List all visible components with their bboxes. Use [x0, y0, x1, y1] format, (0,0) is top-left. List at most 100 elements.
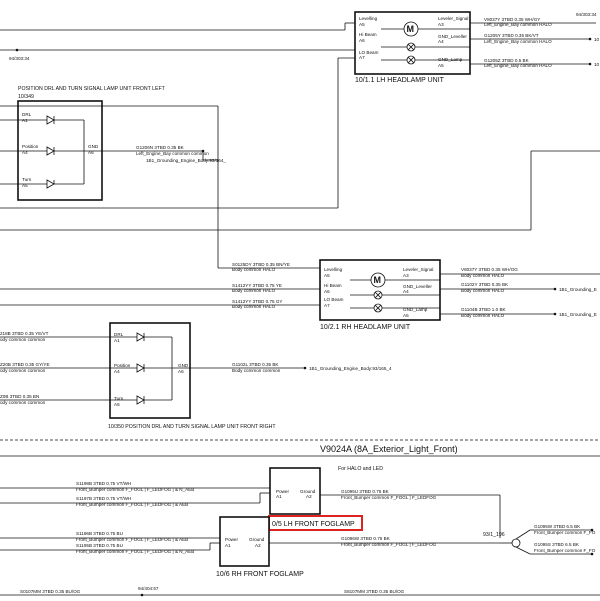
pin-number: A5	[324, 273, 330, 278]
led-icon	[46, 179, 55, 189]
wire-label: S0107MM 3TBD 0.35 BU/OG	[20, 589, 81, 594]
pin-label: Power	[276, 489, 289, 494]
wire-label: Body common HALO	[232, 304, 276, 309]
ground-label: 1B1_Grounding_E	[559, 312, 597, 317]
wire-label: Left_Engine_Bay common HALO	[484, 39, 552, 44]
component-name: POSITION DRL AND TURN SIGNAL LAMP UNIT F…	[18, 86, 166, 92]
component-name: 10/2.1 RH HEADLAMP UNIT	[320, 324, 411, 331]
wire-label: Front_Bumper common F_FO	[534, 548, 596, 553]
splice-ref: 93/1_196	[483, 532, 505, 538]
pin-number: A6	[324, 289, 330, 294]
wire-label: S8107MM 3TBD 0.35 BU/OG	[344, 589, 405, 594]
led-icon	[46, 115, 55, 125]
pin-label: Position	[114, 363, 131, 368]
component-name: 10/1.1 LH HEADLAMP UNIT	[355, 77, 445, 84]
drl-front-left-unit[interactable]: POSITION DRL AND TURN SIGNAL LAMP UNIT F…	[17, 86, 166, 201]
ground-label: 1B1_Grounding_Engine_Body:93/164_	[146, 158, 226, 163]
pin-label: Levelling	[324, 267, 343, 272]
pin-label: Hi Beam	[324, 283, 342, 288]
wire-label: Left_Engine_Bay common HALO	[484, 22, 552, 27]
pin-number: A6	[178, 369, 184, 374]
wire-label: Front_Bumper common F_FO	[534, 530, 596, 535]
wire-label: Body common HALO	[461, 273, 505, 278]
pin-label: Ground	[300, 489, 316, 494]
pin-number: A6	[359, 38, 365, 43]
pin-number: A6	[88, 150, 94, 155]
component-name: 10/6 RH FRONT FOGLAMP	[216, 571, 304, 578]
pin-number: A1	[114, 338, 120, 343]
component-name: 10/350 POSITION DRL AND TURN SIGNAL LAMP…	[108, 424, 276, 430]
pin-label: GND_Lamp	[403, 307, 428, 312]
wire-label: S1198B 3TBD 0.75 VT/WH	[76, 481, 131, 486]
wire-label: Left_Engine_Bay common common	[136, 151, 209, 156]
splice-icon	[511, 538, 521, 548]
pin-number: A5	[114, 402, 120, 407]
wire-label: G1102Y 3TBD 0.35 BK	[461, 282, 509, 287]
pin-label: Turn	[22, 177, 32, 182]
section-subtitle: For HALO and LED	[338, 466, 383, 472]
wire-label: V8037Y 3TBD 0.35 WH/GY	[484, 17, 540, 22]
wire-label: ody common common	[0, 400, 46, 405]
pin-number: A5	[359, 22, 365, 27]
led-icon	[46, 146, 55, 156]
wire-label: G1095U 3TBD 0.75 BK	[341, 489, 390, 494]
led-icon	[136, 395, 145, 405]
led-icon	[136, 332, 145, 342]
pin-label: LO Beam	[359, 50, 379, 55]
rh-headlamp-unit[interactable]: M Levelling A5 Hi Beam A6 LO Beam A7 Lev…	[319, 259, 441, 331]
pin-number: A4	[438, 39, 444, 44]
pin-number: A4	[114, 369, 120, 374]
pin-label: Hi Beam	[359, 32, 377, 37]
pin-number: A1	[22, 118, 28, 123]
wire-label: G1205Z 3TBD 0.5 BK	[484, 58, 530, 63]
ground-splice[interactable]: 93/1_196	[483, 532, 521, 548]
ref-label: 10	[594, 62, 600, 67]
wire-label: S1195B 3TBD 0.75 BU	[76, 543, 123, 548]
wire-label: Body common HALO	[461, 288, 505, 293]
pin-number: A5	[22, 183, 28, 188]
pin-number: A5	[438, 63, 444, 68]
wire-label: Front_Bumper common F_FOGL | F_LEDFOG | …	[76, 537, 188, 542]
rh-front-foglamp[interactable]: Power A1 Ground A2 10/6 RH FRONT FOGLAMP	[216, 516, 304, 578]
wire-label: Front_Bumper common F_FOGL | F_LEDFOG | …	[76, 502, 188, 507]
ref-label: 10	[594, 37, 600, 42]
wire-label: Z0B 3TBD 0.35 BN	[0, 394, 39, 399]
wire-label: S0125DY 3TBD 0.35 BN/YE	[232, 262, 290, 267]
wire-label: S1412YY 3TBD 0.75 GY	[232, 299, 282, 304]
pin-number: A3	[403, 273, 409, 278]
wire-label: S1412YY 3TBD 0.75 YE	[232, 283, 282, 288]
wire-label: G1102L 3TBD 0.35 BK	[232, 362, 279, 367]
pin-label: LO Beam	[324, 297, 344, 302]
wire-label: 218B 3TBD 0.35 YE/VT	[0, 331, 49, 336]
lh-front-foglamp[interactable]: Power A1 Ground A2 0/5 LH FRONT FOGLAMP	[268, 467, 363, 531]
wire-label: Front_Bumper common F_FOGL | F_LEDFOG	[341, 542, 437, 547]
pin-number: A5	[403, 313, 409, 318]
ground-label: 1B1_Grounding_Engine_Body:93/165_4	[309, 366, 392, 371]
pin-number: A7	[324, 303, 330, 308]
ref-label: 94/303:34	[576, 12, 597, 17]
wire-label: G1095S 3TBD 6.5 BK	[534, 542, 580, 547]
pin-label: GND_Leveller	[438, 34, 467, 39]
pin-number: A3	[438, 22, 444, 27]
pin-number: A2	[255, 543, 261, 548]
drl-front-right-unit[interactable]: DRL A1 Position A4 Turn A5 GND A6 10/350…	[108, 322, 276, 430]
wire-label: Front_Bumper common F_FOGL | F_LEDFOG	[341, 495, 437, 500]
led-icon	[136, 363, 145, 373]
pin-label: Power	[225, 537, 238, 542]
wire-label: Z20B 3TBD 0.35 GY/YE	[0, 362, 50, 367]
wire-label: Body common common	[232, 368, 281, 373]
motor-icon-label: M	[374, 275, 382, 285]
pin-label: GND	[88, 144, 99, 149]
wire-label: G1104B 3TBD 1.0 BK	[461, 307, 507, 312]
pin-label: Turn	[114, 396, 124, 401]
pin-number: A2	[306, 494, 312, 499]
ref-label: 94/404:57	[138, 586, 159, 591]
pin-label: Position	[22, 144, 39, 149]
pin-label: GND_Leveller	[403, 284, 432, 289]
wire-label: S1196B 3TBD 0.75 BU	[76, 531, 123, 536]
component-name: 0/5 LH FRONT FOGLAMP	[272, 521, 355, 528]
wire-label: V8037Y 3TBD 0.35 WH/OG	[461, 267, 518, 272]
lh-headlamp-unit[interactable]: M Levelling A5 Hi Beam A6 LO Beam A7 Lev…	[354, 11, 471, 84]
ref-label: 94/303:34	[9, 56, 30, 61]
